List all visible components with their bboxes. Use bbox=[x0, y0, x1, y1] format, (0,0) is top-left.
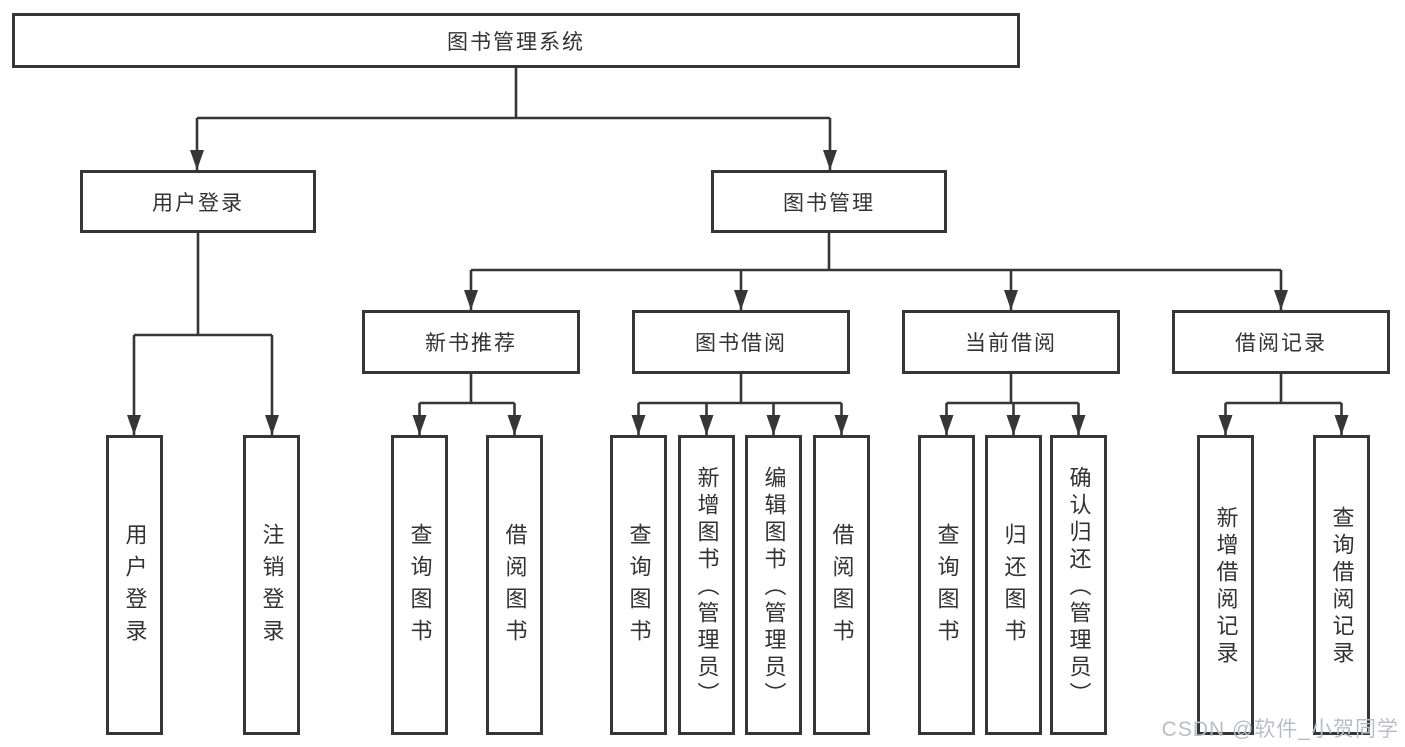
node-leaf-edit-books-admin: 编辑图书（管理员） bbox=[745, 435, 802, 735]
node-book-borrow: 图书借阅 bbox=[632, 310, 850, 374]
node-current-borrow: 当前借阅 bbox=[902, 310, 1120, 374]
node-user-login: 用户登录 bbox=[80, 170, 316, 233]
node-book-management: 图书管理 bbox=[711, 170, 947, 233]
node-leaf-query-books: 查询图书 bbox=[391, 435, 448, 735]
node-leaf-user-login: 用户登录 bbox=[106, 435, 163, 735]
node-leaf-return-books: 归还图书 bbox=[985, 435, 1042, 735]
node-leaf-logout: 注销登录 bbox=[243, 435, 300, 735]
node-leaf-query-books: 查询图书 bbox=[918, 435, 975, 735]
node-new-book-recommend: 新书推荐 bbox=[362, 310, 580, 374]
node-leaf-add-books-admin: 新增图书（管理员） bbox=[678, 435, 735, 735]
node-leaf-query-books: 查询图书 bbox=[610, 435, 667, 735]
node-leaf-borrow-books: 借阅图书 bbox=[813, 435, 870, 735]
node-leaf-borrow-books: 借阅图书 bbox=[486, 435, 543, 735]
node-leaf-confirm-return-admin: 确认归还（管理员） bbox=[1050, 435, 1107, 735]
node-leaf-query-borrow-record: 查询借阅记录 bbox=[1313, 435, 1370, 735]
node-system-root: 图书管理系统 bbox=[12, 13, 1020, 68]
node-borrow-records: 借阅记录 bbox=[1172, 310, 1390, 374]
node-leaf-add-borrow-record: 新增借阅记录 bbox=[1197, 435, 1254, 735]
watermark: CSDN @软件_小贺同学 bbox=[1161, 718, 1399, 741]
